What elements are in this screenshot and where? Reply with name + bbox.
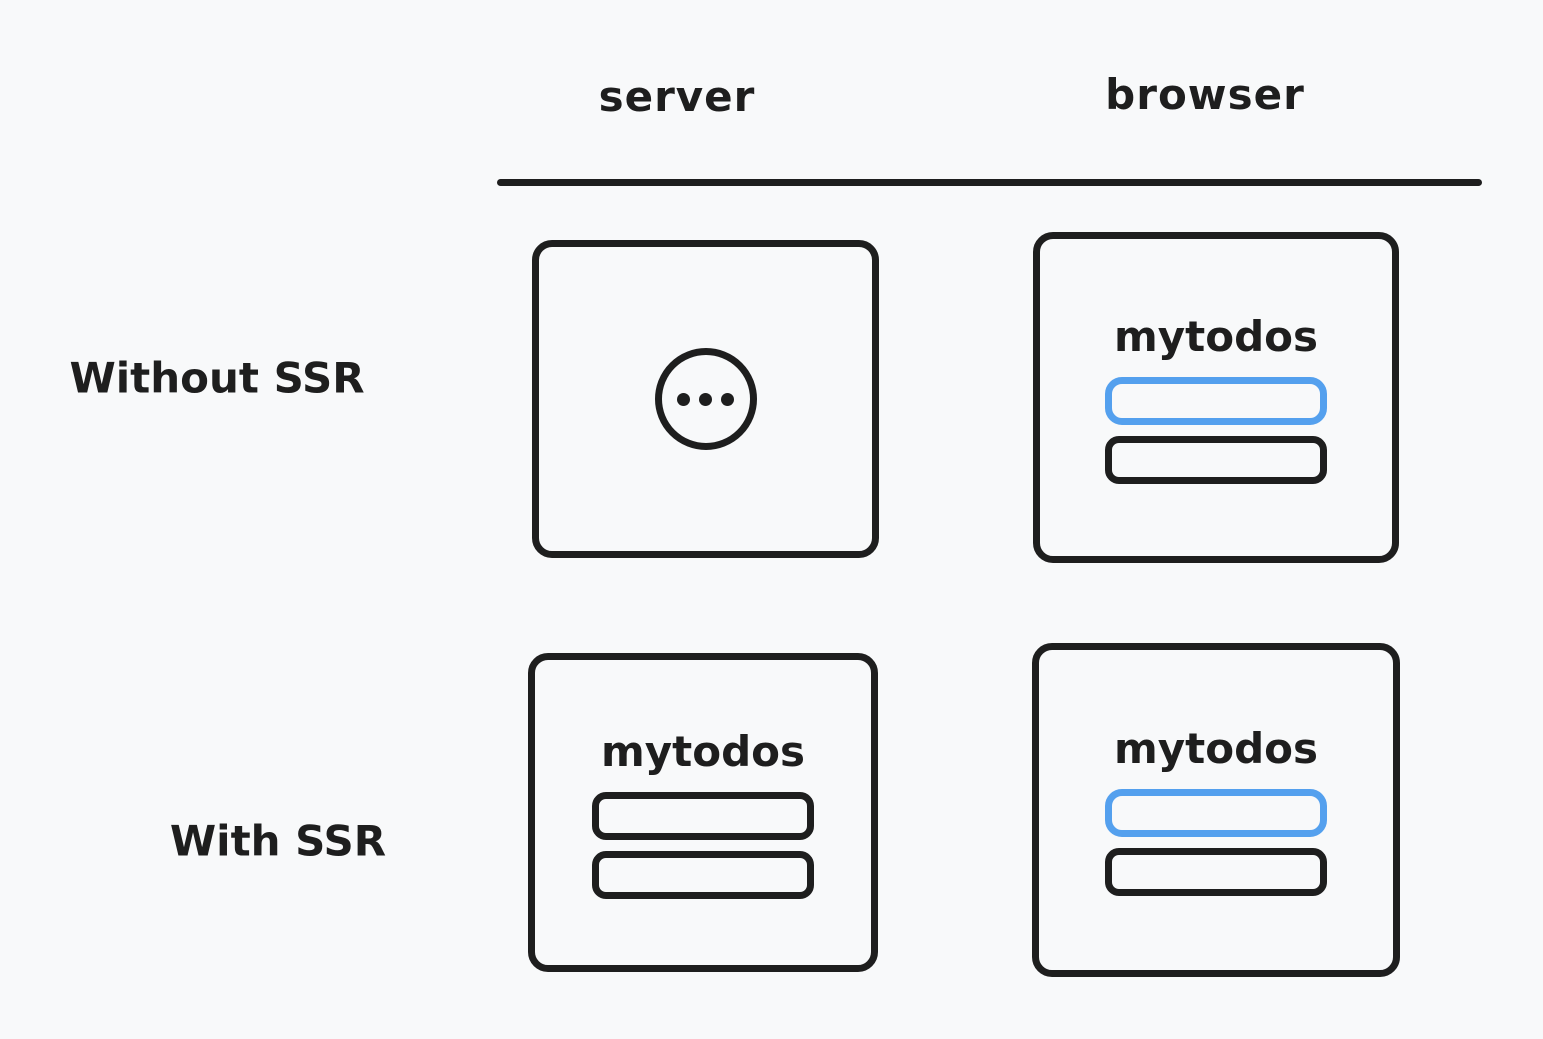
browser-box-without-ssr: mytodos: [1033, 232, 1399, 563]
loading-dot: [721, 392, 734, 406]
browser-box-with-ssr: mytodos: [1032, 643, 1400, 977]
loading-dot: [699, 392, 712, 406]
app-title: mytodos: [1114, 311, 1318, 361]
todo-bar: [1105, 848, 1327, 896]
row-label-with-ssr: With SSR: [169, 816, 387, 866]
app-title: mytodos: [1114, 724, 1318, 773]
loading-ellipsis-icon: [654, 348, 757, 450]
server-box-with-ssr: mytodos: [528, 653, 878, 972]
todo-bar: [1105, 435, 1327, 484]
column-header-server: server: [598, 72, 756, 121]
todo-bar-highlighted: [1105, 376, 1327, 425]
todo-bar: [592, 850, 814, 899]
header-divider-line: [497, 179, 1482, 186]
todo-bar: [592, 791, 814, 840]
app-title: mytodos: [601, 726, 805, 776]
row-label-without-ssr: Without SSR: [69, 353, 365, 403]
server-box-without-ssr: [532, 240, 879, 558]
todo-bar-highlighted: [1105, 789, 1327, 837]
column-header-browser: browser: [1105, 70, 1305, 119]
loading-dot: [677, 392, 690, 406]
